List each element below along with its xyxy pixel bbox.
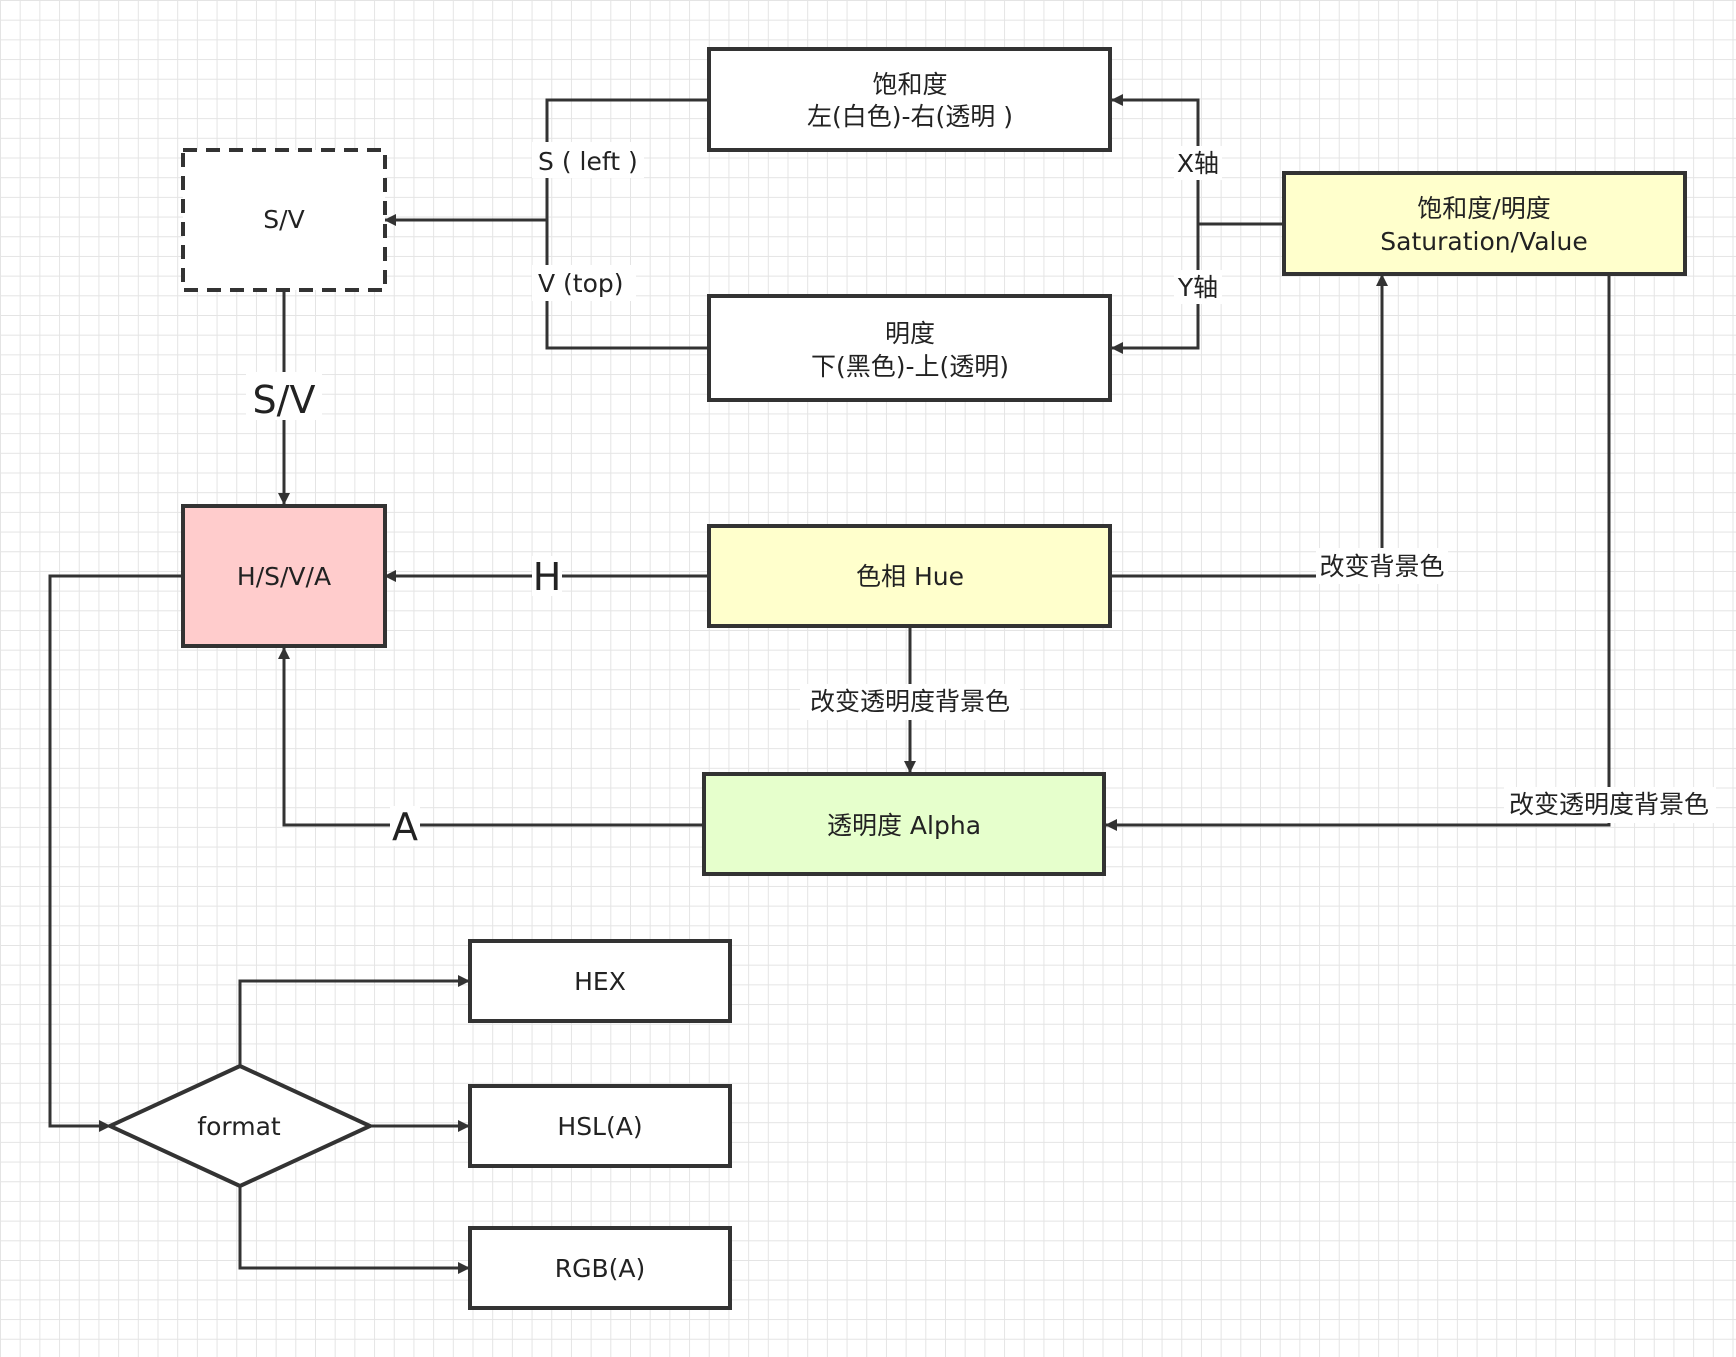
- node-rgba: RGB(A): [468, 1226, 732, 1310]
- node-hex: HEX: [468, 939, 732, 1023]
- node-sat-value: 饱和度/明度 Saturation/Value: [1282, 171, 1687, 276]
- label-satvalue-to-alpha: 改变透明度背景色: [1509, 790, 1709, 819]
- label-hue-to-satvalue: 改变背景色: [1319, 552, 1444, 581]
- node-format: format: [105, 1063, 375, 1189]
- edge-alpha-to-hsva: [278, 647, 704, 827]
- label-v-top: V (top): [538, 269, 624, 298]
- label-sv-down: S/V: [253, 378, 316, 422]
- edge-labels: S ( left ) V (top) X轴 Y轴 S/V H A 改变背景色 改…: [246, 142, 1716, 849]
- edge-brightness-to-sv: [545, 220, 709, 350]
- node-sat-value-title: 饱和度/明度: [1417, 194, 1550, 223]
- node-sv-dashed-label: S/V: [263, 205, 304, 234]
- edge-saturation-to-sv: [545, 98, 709, 220]
- node-hsla: HSL(A): [468, 1084, 732, 1168]
- node-brightness: 明度 下(黑色)-上(透明): [707, 294, 1112, 402]
- label-x-axis: X轴: [1177, 149, 1219, 178]
- node-brightness-desc: 下(黑色)-上(透明): [811, 352, 1009, 381]
- node-sv-dashed: S/V: [181, 148, 387, 292]
- node-saturation-desc: 左(白色)-右(透明 ): [807, 102, 1013, 131]
- edge-axis-to-saturation: [1111, 94, 1200, 224]
- edge-hsva-to-format: [48, 574, 183, 1132]
- node-hsva-label: H/S/V/A: [237, 562, 331, 591]
- edge-format-to-rgba: [238, 1186, 470, 1274]
- node-saturation: 饱和度 左(白色)-右(透明 ): [707, 47, 1112, 152]
- label-hue-to-alpha: 改变透明度背景色: [810, 687, 1010, 716]
- label-y-axis: Y轴: [1177, 273, 1218, 302]
- edge-satvalue-to-alpha: [1105, 275, 1611, 831]
- node-hsla-label: HSL(A): [557, 1112, 642, 1141]
- node-alpha: 透明度 Alpha: [702, 772, 1106, 876]
- node-rgba-label: RGB(A): [555, 1254, 646, 1283]
- node-hex-label: HEX: [574, 967, 626, 996]
- node-format-label: format: [197, 1112, 281, 1141]
- node-brightness-title: 明度: [885, 319, 935, 348]
- edge-axis-to-brightness: [1111, 224, 1200, 354]
- label-a: A: [392, 805, 418, 849]
- node-hue-label: 色相 Hue: [856, 562, 964, 591]
- node-sat-value-subtitle: Saturation/Value: [1380, 227, 1587, 256]
- edge-hue-to-satvalue: [1112, 274, 1388, 578]
- label-h: H: [533, 555, 562, 599]
- node-hsva: H/S/V/A: [181, 504, 387, 648]
- label-s-left: S ( left ): [538, 147, 638, 176]
- node-saturation-title: 饱和度: [872, 70, 947, 99]
- edge-format-to-hex: [238, 975, 470, 1066]
- node-alpha-label: 透明度 Alpha: [827, 811, 981, 840]
- node-hue: 色相 Hue: [707, 524, 1112, 628]
